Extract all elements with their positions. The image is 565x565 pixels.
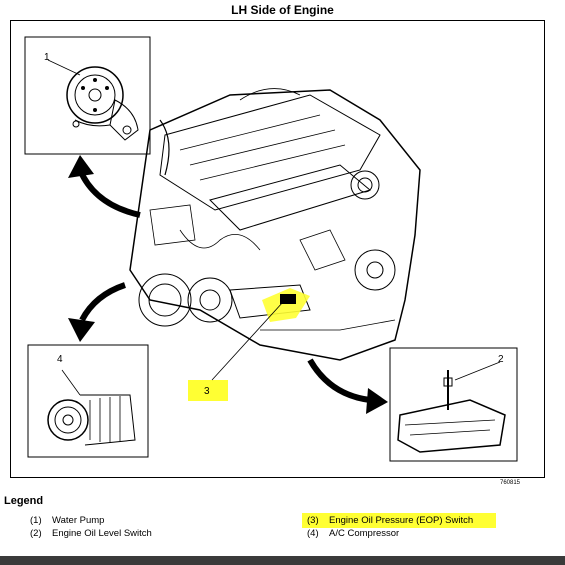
legend-item-3-highlight [302, 513, 496, 528]
callout-3-highlight [188, 380, 228, 401]
legend-item-number: (3) [307, 515, 319, 526]
figure-id: 760815 [500, 480, 521, 486]
legend-item-number: (2) [30, 528, 42, 539]
legend-item: (3) Engine Oil Pressure (EOP) Switch [307, 515, 473, 526]
engine-illustration [129, 88, 421, 361]
callout-1: 1 [44, 52, 50, 63]
legend-item-number: (1) [30, 515, 42, 526]
callout-2: 2 [498, 354, 504, 365]
eop-switch-shape [280, 294, 296, 304]
oil-pan-inset [389, 347, 518, 462]
legend-item: (4) A/C Compressor [307, 528, 399, 539]
legend-item-number: (4) [307, 528, 319, 539]
eop-switch-highlight [262, 288, 310, 322]
legend-item-label: A/C Compressor [329, 528, 400, 539]
legend-item-label: Water Pump [52, 515, 105, 526]
diagram-title: LH Side of Engine [231, 3, 334, 17]
water-pump-inset [24, 36, 151, 155]
legend-item: (1) Water Pump [30, 515, 104, 526]
legend-item-label: Engine Oil Level Switch [52, 528, 152, 539]
legend-title: Legend [4, 495, 44, 507]
ac-compressor-inset [27, 344, 149, 458]
callout-4: 4 [57, 354, 63, 365]
legend-item-label: Engine Oil Pressure (EOP) Switch [329, 515, 474, 526]
diagram-frame [10, 20, 545, 478]
legend-item: (2) Engine Oil Level Switch [30, 528, 152, 539]
bottom-bar [0, 556, 565, 565]
callout-3: 3 [204, 386, 210, 397]
